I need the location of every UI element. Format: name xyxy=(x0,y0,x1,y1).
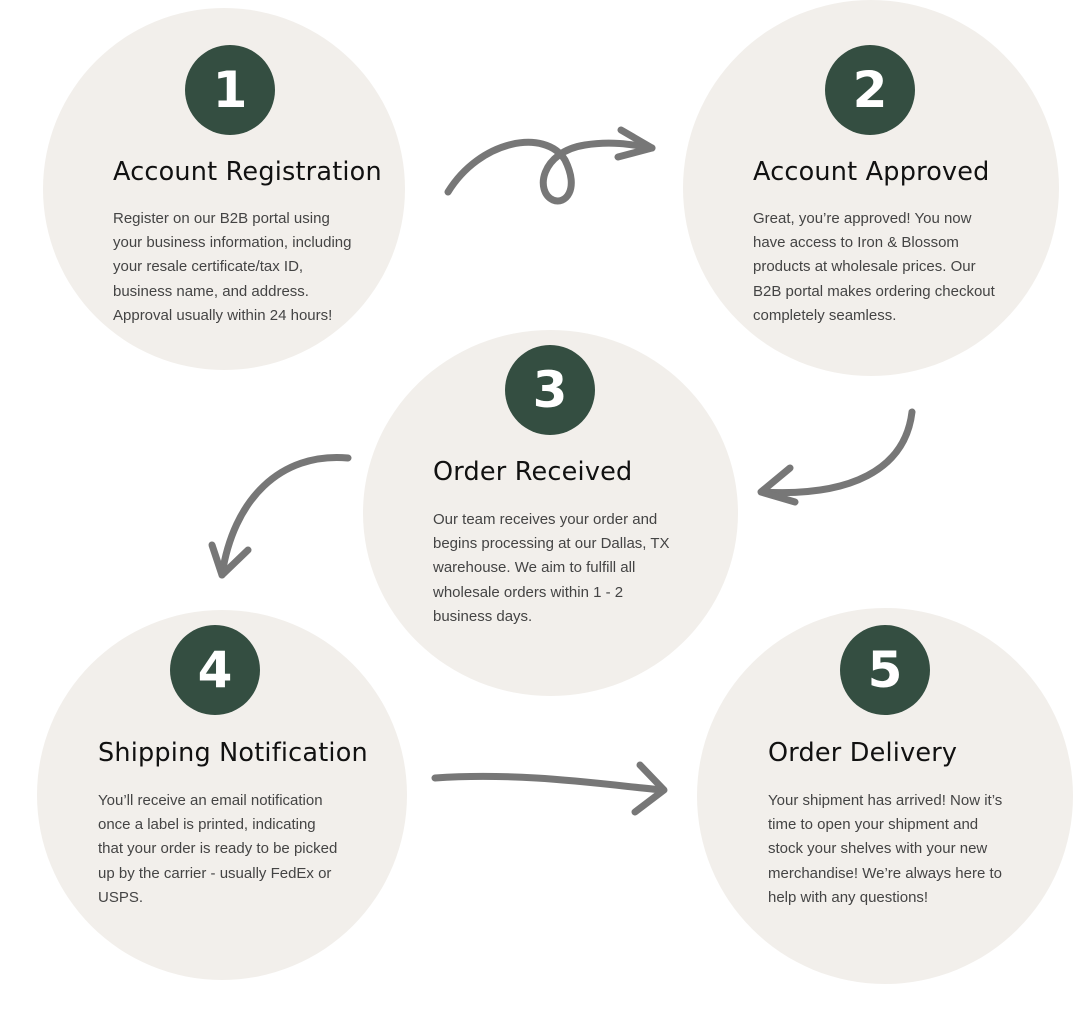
text-line: USPS. xyxy=(98,888,144,906)
step-4-badge: 4 xyxy=(170,625,260,715)
text-line: your resale certificate/tax ID, xyxy=(113,258,304,276)
text-line: Register on our B2B portal using xyxy=(113,210,330,227)
text-line: warehouse. We aim to fulfill all xyxy=(433,559,636,577)
text-line: You’ll receive an email notification xyxy=(98,792,323,809)
text-line: time to open your shipment and xyxy=(768,816,979,834)
text-line: wholesale orders within 1 - 2 xyxy=(433,583,624,601)
text-line: stock your shelves with your new xyxy=(768,840,988,858)
text-line: your business information, including xyxy=(113,234,352,252)
text-line: up by the carrier - usually FedEx or xyxy=(98,864,332,882)
text-line: have access to Iron & Blossom xyxy=(753,234,959,252)
text-line: Your shipment has arrived! Now it’s xyxy=(768,792,1003,809)
text-line: business days. xyxy=(433,607,533,625)
curved-arrow-3-to-4-icon xyxy=(208,454,352,579)
step-3-badge: 3 xyxy=(505,345,595,435)
step-4-description: You’ll receive an email notification onc… xyxy=(98,789,337,910)
step-5-badge: 5 xyxy=(840,625,930,715)
step-1-description: Register on our B2B portal using your bu… xyxy=(113,207,351,328)
step-2-title: Account Approved xyxy=(753,157,990,187)
text-line: Our team receives your order and xyxy=(433,511,658,528)
text-line: products at wholesale prices. Our xyxy=(753,258,976,276)
text-line: help with any questions! xyxy=(768,888,929,906)
step-5-description: Your shipment has arrived! Now it’s time… xyxy=(768,789,1002,910)
step-3-description: Our team receives your order and begins … xyxy=(433,508,670,629)
text-line: business name, and address. xyxy=(113,282,309,300)
loop-arrow-icon xyxy=(444,126,656,205)
step-3-title: Order Received xyxy=(433,457,633,487)
text-line: Approval usually within 24 hours! xyxy=(113,306,333,324)
step-2-description: Great, you’re approved! You now have acc… xyxy=(753,207,995,328)
text-line: B2B portal makes ordering checkout xyxy=(753,282,995,300)
text-line: once a label is printed, indicating xyxy=(98,816,316,834)
step-2-badge: 2 xyxy=(825,45,915,135)
curved-arrow-2-to-3-icon xyxy=(757,408,916,506)
step-1-badge: 1 xyxy=(185,45,275,135)
text-line: begins processing at our Dallas, TX xyxy=(433,535,670,553)
text-line: merchandise! We’re always here to xyxy=(768,864,1002,882)
text-line: Great, you’re approved! You now xyxy=(753,210,972,227)
step-4-title: Shipping Notification xyxy=(98,738,368,768)
text-line: completely seamless. xyxy=(753,306,897,324)
step-1-title: Account Registration xyxy=(113,157,382,187)
text-line: that your order is ready to be picked xyxy=(98,840,338,858)
straight-arrow-4-to-5-icon xyxy=(431,761,668,816)
step-5-title: Order Delivery xyxy=(768,738,958,768)
